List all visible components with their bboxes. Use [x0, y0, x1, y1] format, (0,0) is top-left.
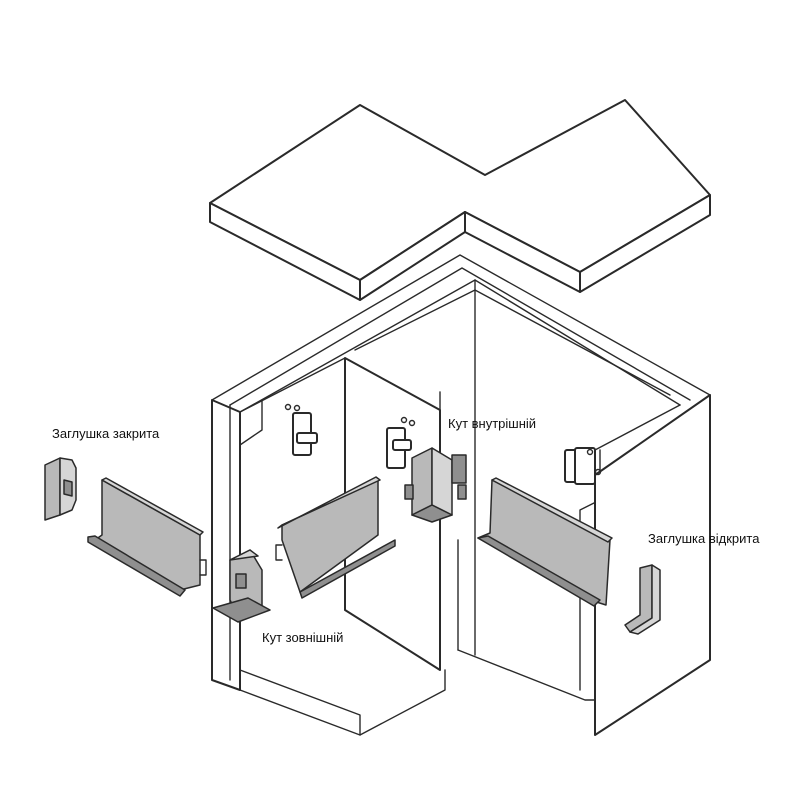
outer-corner-part	[212, 549, 271, 623]
label-end-cap-open: Заглушка відкрита	[648, 531, 760, 546]
label-outer-corner: Кут зовнішній	[262, 630, 343, 645]
plinth-panel-right	[477, 477, 613, 607]
label-end-cap-closed: Заглушка закрита	[52, 426, 160, 441]
end-cap-closed-part	[44, 457, 77, 521]
bracket-left	[284, 403, 318, 456]
worktop	[209, 99, 711, 301]
bracket-right	[564, 447, 602, 485]
plinth-panel-left	[87, 477, 207, 597]
label-inner-corner: Кут внутрішній	[448, 416, 536, 431]
plinth-panel-middle	[275, 476, 396, 599]
bracket-middle	[386, 416, 416, 469]
end-cap-open-part	[624, 564, 661, 635]
inner-corner-part	[404, 447, 467, 523]
